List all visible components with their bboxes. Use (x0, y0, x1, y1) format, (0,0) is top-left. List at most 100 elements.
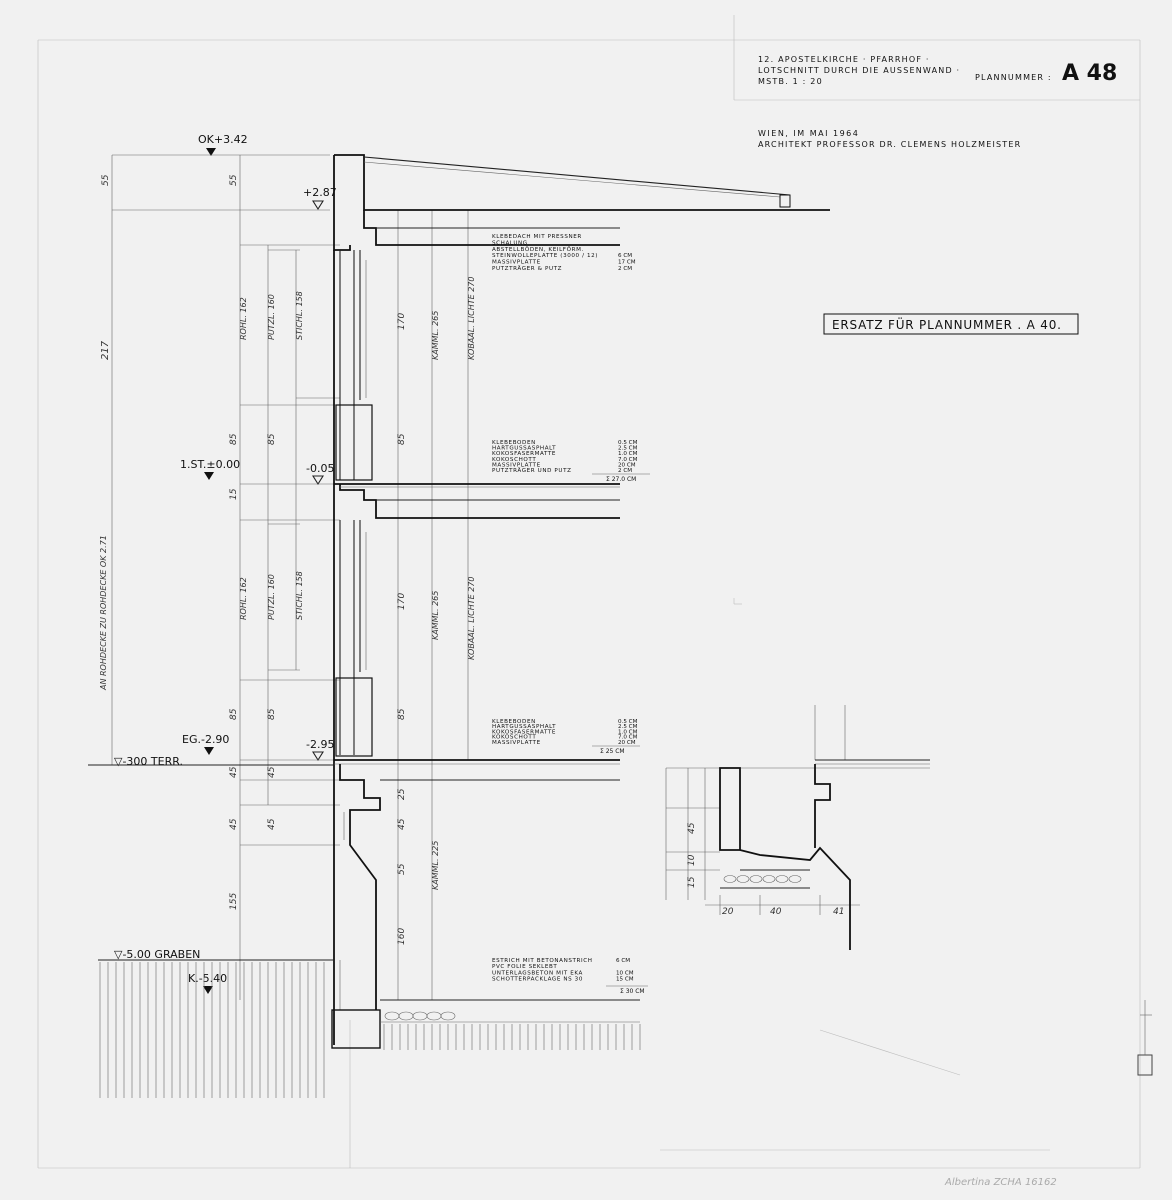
svg-text:85: 85 (267, 708, 277, 720)
svg-text:STICHL. 158: STICHL. 158 (295, 291, 304, 340)
floor0-total: Σ 25 CM (600, 748, 625, 755)
layer-name: KOKOSFASERMATTE (492, 729, 556, 735)
svg-text:170: 170 (397, 313, 407, 330)
layer-value: 17 CM (618, 260, 636, 266)
dimension-text-left: 55 217 AN ROHDECKE ZU ROHDECKE OK 2.71 5… (99, 174, 476, 945)
earth-hatching (99, 962, 641, 1098)
plan-number-label: PLANNUMMER : (975, 73, 1052, 82)
dimension-side-note: AN ROHDECKE ZU ROHDECKE OK 2.71 (99, 535, 108, 691)
svg-text:KAMML. 265: KAMML. 265 (431, 591, 440, 640)
detail-gravel (723, 875, 802, 883)
layer-name: KLEBEBODEN (492, 719, 536, 725)
dimension-lines-left (111, 154, 469, 1000)
layer-name: PUTZTRÄGER UND PUTZ (492, 467, 572, 474)
svg-text:85: 85 (229, 708, 239, 720)
level-ok-top: OK+3.42 (198, 133, 248, 146)
svg-text:45: 45 (397, 818, 407, 830)
foundation (331, 960, 640, 1049)
svg-text:41: 41 (833, 907, 844, 917)
first-floor-slab (334, 483, 620, 519)
layer-name: PUTZTRÄGER & PUTZ (492, 265, 562, 272)
floor1-total: Σ 27.0 CM (606, 476, 636, 483)
layer-value: 0.5 CM (618, 719, 638, 725)
svg-text:55: 55 (229, 174, 239, 186)
archive-signature: Albertina ZCHA 16162 (944, 1177, 1057, 1188)
level-295: -2.95 (306, 738, 334, 751)
margin-marks (1137, 1000, 1153, 1076)
svg-text:85: 85 (397, 708, 407, 720)
layer-value: 6 CM (616, 958, 630, 964)
level-005: -0.05 (306, 462, 334, 475)
svg-text:KOBAAL. LICHTE 270: KOBAAL. LICHTE 270 (467, 577, 476, 660)
svg-text:20: 20 (722, 907, 734, 917)
layer-name: HARTGUSSASPHALT (492, 446, 556, 452)
layer-name: KOKOSCHOTT (492, 735, 536, 741)
author-line-1: WIEN, IM MAI 1964 (758, 129, 859, 138)
ground-lines (88, 764, 641, 1098)
layer-name: KLEBEBODEN (492, 440, 536, 446)
svg-text:10: 10 (687, 854, 697, 866)
layer-name: SCHOTTERPACKLAGE NS 30 (492, 977, 583, 983)
layer-name: UNTERLAGSBETON MIT EKA (492, 970, 583, 976)
layer-value: 2.5 CM (618, 446, 638, 452)
svg-text:217: 217 (100, 340, 111, 360)
svg-text:KAMML. 225: KAMML. 225 (431, 841, 440, 890)
svg-text:PUTZL. 160: PUTZL. 160 (267, 294, 276, 340)
layer-value: 6 CM (618, 253, 632, 259)
title-line-1: 12. APOSTELKIRCHE · PFARRHOF · (758, 55, 930, 64)
svg-text:PUTZL. 160: PUTZL. 160 (267, 574, 276, 620)
layer-value: 2.5 CM (618, 724, 638, 730)
svg-text:ROHL. 162: ROHL. 162 (239, 577, 248, 620)
floor1-layer-list: KLEBEBODEN 0.5 CM HARTGUSSASPHALT 2.5 CM KOK… (492, 440, 638, 474)
layer-value: 7.0 CM (618, 735, 638, 741)
layer-name: ABSTELLBÖDEN, KEILFÖRM. (492, 246, 584, 253)
layer-value: 2 CM (618, 468, 632, 474)
layer-name: KLEBEDACH MIT PRESSNER (492, 234, 582, 240)
layer-value: 1.0 CM (618, 729, 638, 735)
roof-section (333, 154, 830, 251)
base-total: Σ 30 CM (620, 988, 645, 995)
layer-name: STEINWOLLEPLATTE (3000 / 12) (492, 253, 598, 259)
layer-value: 0.5 CM (618, 440, 638, 446)
layer-name: MASSIVPLATTE (492, 740, 541, 746)
level-ground-floor: EG.-2.90 (182, 733, 229, 746)
svg-text:STICHL. 158: STICHL. 158 (295, 571, 304, 620)
svg-text:55: 55 (101, 174, 111, 186)
replacement-note-text: ERSATZ FÜR PLANNUMMER . A 40. (832, 316, 1062, 332)
level-cellar: K.-5.40 (188, 972, 227, 985)
layer-name: HARTGUSSASPHALT (492, 724, 556, 730)
svg-text:25: 25 (397, 788, 407, 800)
ground-floor-slab (334, 759, 620, 1010)
layer-value: 2 CM (618, 266, 632, 272)
level-triangle-open-icon (312, 200, 324, 211)
layer-name: KOKOSCHOTT (492, 457, 536, 463)
svg-text:45: 45 (229, 818, 239, 830)
layer-value: 20 CM (618, 462, 636, 468)
svg-text:15: 15 (229, 488, 239, 500)
title-block: 12. APOSTELKIRCHE · PFARRHOF · LOTSCHNIT… (758, 55, 1117, 149)
level-triangle-open-icon (312, 475, 324, 486)
svg-text:55: 55 (397, 863, 407, 875)
title-line-3: MSTB. 1 : 20 (758, 77, 823, 86)
wall-section (333, 250, 373, 1045)
svg-text:85: 85 (229, 433, 239, 445)
layer-name: PVC FOLIE SEKLEBT (492, 964, 557, 970)
title-line-2: LOTSCHNITT DURCH DIE AUSSENWAND · (758, 66, 960, 75)
layer-value: 1.0 CM (618, 451, 638, 457)
construction-lines (37, 15, 1141, 1169)
floor0-layer-list: KLEBEBODEN 0.5 CM HARTGUSSASPHALT 2.5 CM KOK… (492, 719, 638, 746)
svg-text:45: 45 (267, 818, 277, 830)
level-triangle-icon (206, 148, 216, 156)
svg-text:40: 40 (770, 907, 782, 917)
layer-value: 20 CM (618, 740, 636, 746)
svg-text:85: 85 (267, 433, 277, 445)
svg-text:45: 45 (267, 766, 277, 778)
svg-text:170: 170 (397, 593, 407, 610)
level-first-floor: 1.ST.±0.00 (180, 458, 240, 471)
svg-text:45: 45 (687, 822, 697, 834)
layer-value: 10 CM (616, 970, 634, 976)
level-triangle-open-icon (312, 751, 324, 762)
level-terrace: ▽-300 TERR. (114, 755, 183, 768)
